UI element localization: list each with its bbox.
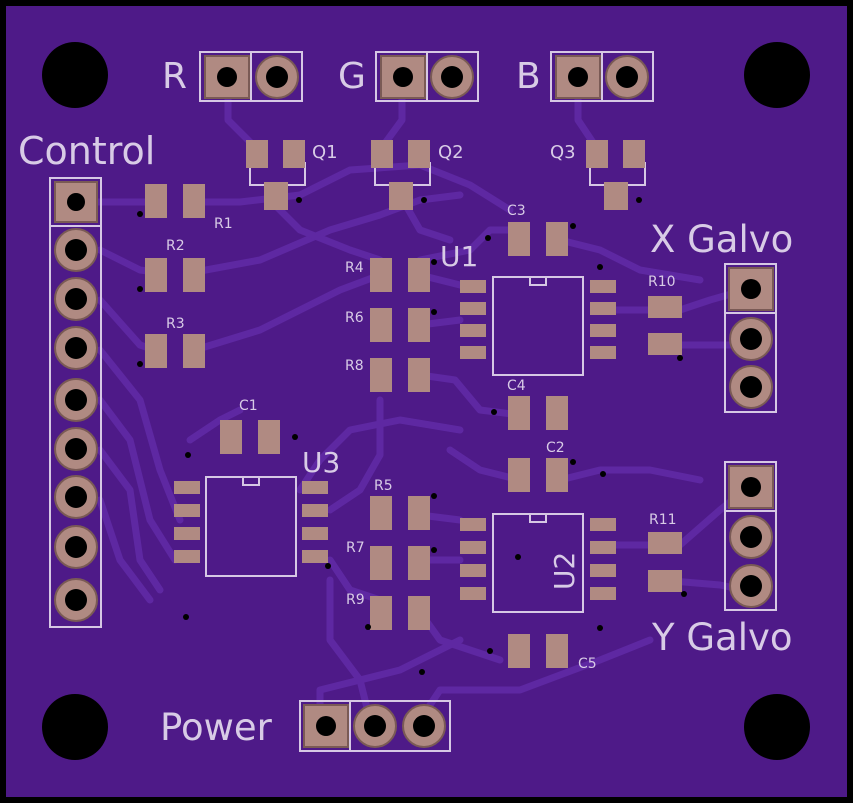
mounting-hole: [744, 694, 810, 760]
mounting-hole: [744, 42, 810, 108]
mounting-holes: [42, 42, 810, 760]
label-x-galvo: X Galvo: [650, 218, 793, 261]
label-r5: R5: [374, 478, 393, 494]
power-header[interactable]: [299, 700, 451, 752]
label-r3: R3: [166, 316, 185, 332]
label-u1: U1: [440, 240, 478, 273]
label-r10: R10: [648, 274, 676, 290]
control-pin-hole: [65, 288, 87, 310]
control-pin-hole: [65, 337, 87, 359]
label-c1: C1: [239, 398, 258, 414]
c2-capacitor: [508, 458, 576, 492]
label-r11: R11: [649, 512, 677, 528]
x-galvo-header[interactable]: [724, 263, 777, 413]
label-r: R: [162, 56, 187, 97]
r8-resistor: [370, 358, 430, 392]
label-c3: C3: [507, 203, 526, 219]
label-c2: C2: [546, 440, 565, 456]
label-b: B: [516, 56, 541, 97]
label-u2: U2: [548, 552, 581, 590]
r2-resistor: [137, 258, 205, 292]
c5-capacitor: [487, 634, 568, 668]
label-r4: R4: [345, 260, 364, 276]
label-power: Power: [160, 706, 273, 749]
label-g: G: [338, 56, 366, 97]
label-y-galvo: Y Galvo: [651, 616, 793, 659]
control-pin-hole: [65, 438, 87, 460]
r11-resistor: [648, 532, 687, 597]
r4-resistor: [370, 258, 437, 292]
label-r8: R8: [345, 358, 364, 374]
label-control: Control: [18, 129, 155, 173]
header-r[interactable]: [199, 51, 303, 102]
label-r7: R7: [346, 540, 365, 556]
u3-chip: [174, 452, 425, 675]
u2-chip: [460, 471, 616, 631]
label-r6: R6: [345, 310, 364, 326]
control-pin-hole: [65, 239, 87, 261]
label-c5: C5: [578, 656, 597, 672]
r3-resistor: [137, 334, 205, 368]
c4-capacitor: [491, 396, 568, 430]
label-r1: R1: [214, 216, 233, 232]
r5-resistor: [370, 493, 437, 530]
c3-capacitor: [485, 222, 576, 256]
c1-capacitor: [220, 420, 298, 454]
u1-chip: [460, 264, 616, 376]
r6-resistor: [370, 308, 437, 342]
q2-transistor: [371, 140, 431, 210]
label-c4: C4: [507, 378, 526, 394]
soldermask: [6, 6, 847, 797]
label-q3: Q3: [550, 142, 576, 163]
label-u3: U3: [302, 446, 340, 479]
label-r2: R2: [166, 238, 185, 254]
header-g[interactable]: [375, 51, 479, 102]
r7-resistor: [370, 546, 437, 580]
mounting-hole: [42, 694, 108, 760]
control-pin-hole: [65, 589, 87, 611]
control-header[interactable]: [49, 177, 102, 628]
control-pin-hole: [65, 486, 87, 508]
control-pin-hole: [65, 536, 87, 558]
silkscreen-labels: R G B Control X Galvo Y Galvo Power U1 U…: [18, 56, 793, 749]
r10-resistor: [648, 296, 683, 361]
r1-resistor: [137, 184, 205, 218]
y-galvo-header[interactable]: [724, 461, 777, 611]
control-pin-hole: [65, 389, 87, 411]
label-q1: Q1: [312, 142, 338, 163]
r9-resistor: [365, 596, 430, 630]
q1-transistor: [246, 140, 306, 210]
label-q2: Q2: [438, 142, 464, 163]
header-b[interactable]: [550, 51, 654, 102]
mounting-hole: [42, 42, 108, 108]
label-r9: R9: [346, 592, 365, 608]
q3-transistor: [586, 140, 646, 210]
